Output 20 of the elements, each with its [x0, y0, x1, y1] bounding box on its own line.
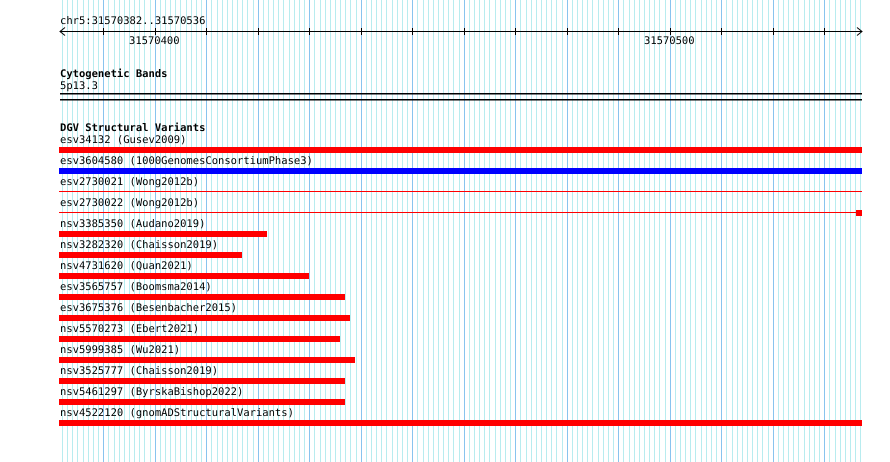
- variant-label: esv3604580 (1000GenomesConsortiumPhase3): [60, 155, 313, 167]
- variant-label: nsv3282320 (Chaisson2019): [60, 239, 218, 251]
- variant-label: nsv4731620 (Quan2021): [60, 260, 193, 272]
- variant-label: esv34132 (Gusev2009): [60, 134, 186, 146]
- variant-label: esv2730022 (Wong2012b): [60, 197, 200, 209]
- variant-label: nsv5461297 (ByrskaBishop2022): [60, 386, 244, 398]
- variant-label: nsv5999385 (Wu2021): [60, 344, 180, 356]
- track-title: Cytogenetic Bands: [60, 68, 168, 80]
- variant-label: nsv5570273 (Ebert2021): [60, 323, 200, 335]
- variant-label: esv2730021 (Wong2012b): [60, 176, 200, 188]
- band-label: 5p13.3: [60, 80, 98, 92]
- track-title: DGV Structural Variants: [60, 122, 206, 134]
- variant-label: esv3565757 (Boomsma2014): [60, 281, 212, 293]
- scale-tick-label: 31570400: [129, 35, 180, 47]
- variant-label: nsv3385350 (Audano2019): [60, 218, 206, 230]
- variant-label: nsv3525777 (Chaisson2019): [60, 365, 218, 377]
- variant-label: nsv4522120 (gnomADStructuralVariants): [60, 407, 294, 419]
- coordinate-range: chr5:31570382..31570536: [60, 15, 206, 27]
- variant-label: esv3675376 (Besenbacher2015): [60, 302, 238, 314]
- scale-tick-label: 31570500: [644, 35, 695, 47]
